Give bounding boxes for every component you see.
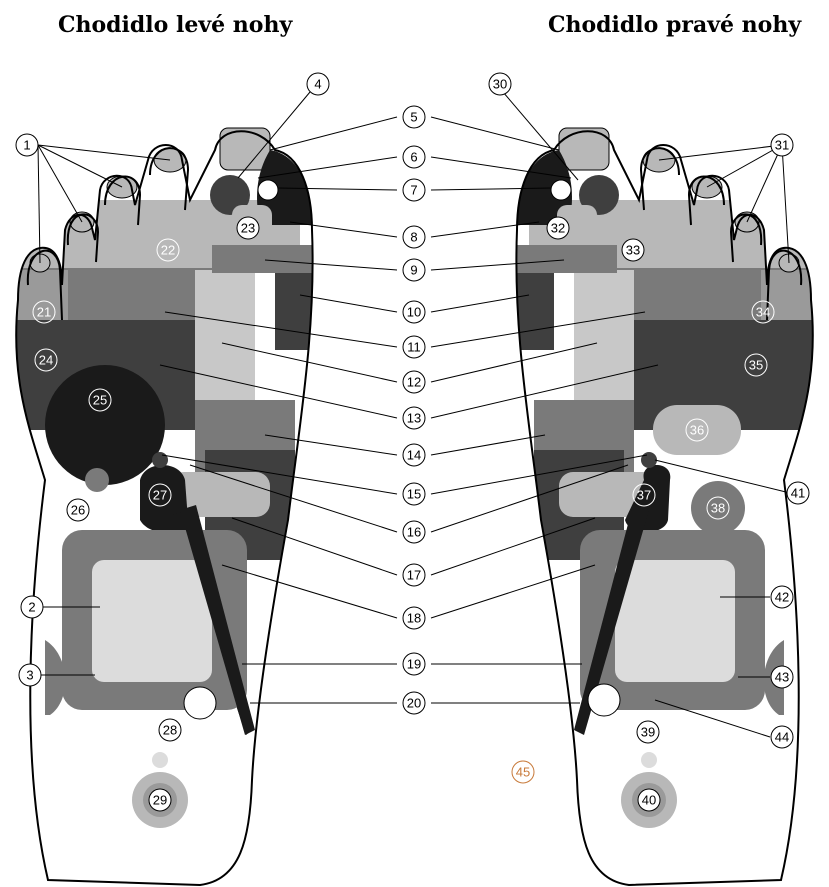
marker-41: 41 — [787, 482, 809, 504]
marker-label-11: 11 — [407, 340, 421, 355]
marker-label-23: 23 — [241, 221, 255, 236]
marker-label-7: 7 — [410, 183, 417, 198]
marker-label-21: 21 — [37, 305, 51, 320]
marker-label-15: 15 — [407, 487, 421, 502]
marker-8: 8 — [403, 226, 425, 248]
marker-label-26: 26 — [71, 503, 85, 518]
right-zone-20 — [588, 684, 620, 716]
marker-label-17: 17 — [407, 568, 421, 583]
marker-label-1: 1 — [23, 138, 30, 153]
marker-5: 5 — [403, 106, 425, 128]
marker-11: 11 — [403, 336, 425, 358]
marker-label-37: 37 — [637, 488, 651, 503]
marker-19: 19 — [403, 653, 425, 675]
left-zone-28-spot — [152, 752, 168, 768]
marker-label-42: 42 — [775, 590, 789, 605]
marker-label-19: 19 — [407, 657, 421, 672]
left-zone-2 — [92, 560, 212, 682]
marker-12: 12 — [403, 371, 425, 393]
marker-label-22: 22 — [161, 243, 175, 258]
marker-label-41: 41 — [791, 486, 805, 501]
marker-15: 15 — [403, 483, 425, 505]
marker-label-43: 43 — [775, 670, 789, 685]
marker-label-27: 27 — [153, 488, 167, 503]
marker-label-4: 4 — [314, 77, 321, 92]
marker-label-39: 39 — [641, 725, 655, 740]
marker-label-6: 6 — [410, 150, 417, 165]
left-zone-25-spot — [85, 468, 109, 492]
marker-1: 1 — [16, 134, 38, 156]
marker-18: 18 — [403, 607, 425, 629]
marker-label-33: 33 — [626, 243, 640, 258]
marker-label-20: 20 — [407, 696, 421, 711]
marker-43: 43 — [771, 666, 793, 688]
marker-label-24: 24 — [39, 353, 53, 368]
marker-32: 32 — [547, 217, 569, 239]
marker-label-13: 13 — [407, 411, 421, 426]
marker-label-36: 36 — [690, 423, 704, 438]
marker-label-18: 18 — [407, 611, 421, 626]
marker-label-30: 30 — [493, 77, 507, 92]
left-zone-25 — [45, 365, 165, 485]
marker-42: 42 — [771, 586, 793, 608]
marker-2: 2 — [21, 596, 43, 618]
marker-label-32: 32 — [551, 221, 565, 236]
left-zone-20 — [184, 687, 216, 719]
marker-30: 30 — [489, 73, 511, 95]
left-zone-16-dot — [152, 452, 168, 468]
marker-label-34: 34 — [756, 305, 770, 320]
right-zone-9 — [509, 245, 617, 273]
marker-label-5: 5 — [410, 110, 417, 125]
marker-label-28: 28 — [163, 723, 177, 738]
marker-label-14: 14 — [407, 448, 421, 463]
marker-45: 45 — [512, 761, 534, 783]
marker-label-40: 40 — [642, 793, 656, 808]
left-zone-9 — [212, 245, 320, 273]
marker-6: 6 — [403, 146, 425, 168]
left-zone-7 — [258, 180, 278, 200]
marker-20: 20 — [403, 692, 425, 714]
marker-label-16: 16 — [407, 525, 421, 540]
marker-40: 40 — [638, 789, 660, 811]
marker-label-9: 9 — [410, 263, 417, 278]
marker-9: 9 — [403, 259, 425, 281]
marker-label-12: 12 — [407, 375, 421, 390]
marker-44: 44 — [771, 726, 793, 748]
marker-4: 4 — [307, 73, 329, 95]
marker-33: 33 — [622, 239, 644, 261]
marker-label-38: 38 — [711, 501, 725, 516]
marker-31: 31 — [771, 134, 793, 156]
marker-label-35: 35 — [749, 358, 763, 373]
marker-17: 17 — [403, 564, 425, 586]
marker-label-2: 2 — [28, 600, 35, 615]
marker-label-31: 31 — [775, 138, 789, 153]
right-zone-7 — [551, 180, 571, 200]
marker-13: 13 — [403, 407, 425, 429]
marker-29: 29 — [149, 789, 171, 811]
marker-14: 14 — [403, 444, 425, 466]
marker-10: 10 — [403, 301, 425, 323]
right-zone-41-dot — [641, 452, 657, 468]
right-zone-inner-pale — [615, 560, 735, 682]
marker-label-44: 44 — [775, 730, 789, 745]
marker-16: 16 — [403, 521, 425, 543]
marker-39: 39 — [637, 721, 659, 743]
marker-26: 26 — [67, 499, 89, 521]
marker-28: 28 — [159, 719, 181, 741]
marker-label-29: 29 — [153, 793, 167, 808]
marker-label-45: 45 — [516, 765, 530, 780]
marker-label-3: 3 — [26, 668, 33, 683]
marker-3: 3 — [19, 664, 41, 686]
marker-label-10: 10 — [407, 305, 421, 320]
marker-label-8: 8 — [410, 230, 417, 245]
marker-23: 23 — [237, 217, 259, 239]
marker-7: 7 — [403, 179, 425, 201]
marker-label-25: 25 — [93, 393, 107, 408]
right-zone-39-spot — [641, 752, 657, 768]
right-foot — [504, 128, 829, 885]
